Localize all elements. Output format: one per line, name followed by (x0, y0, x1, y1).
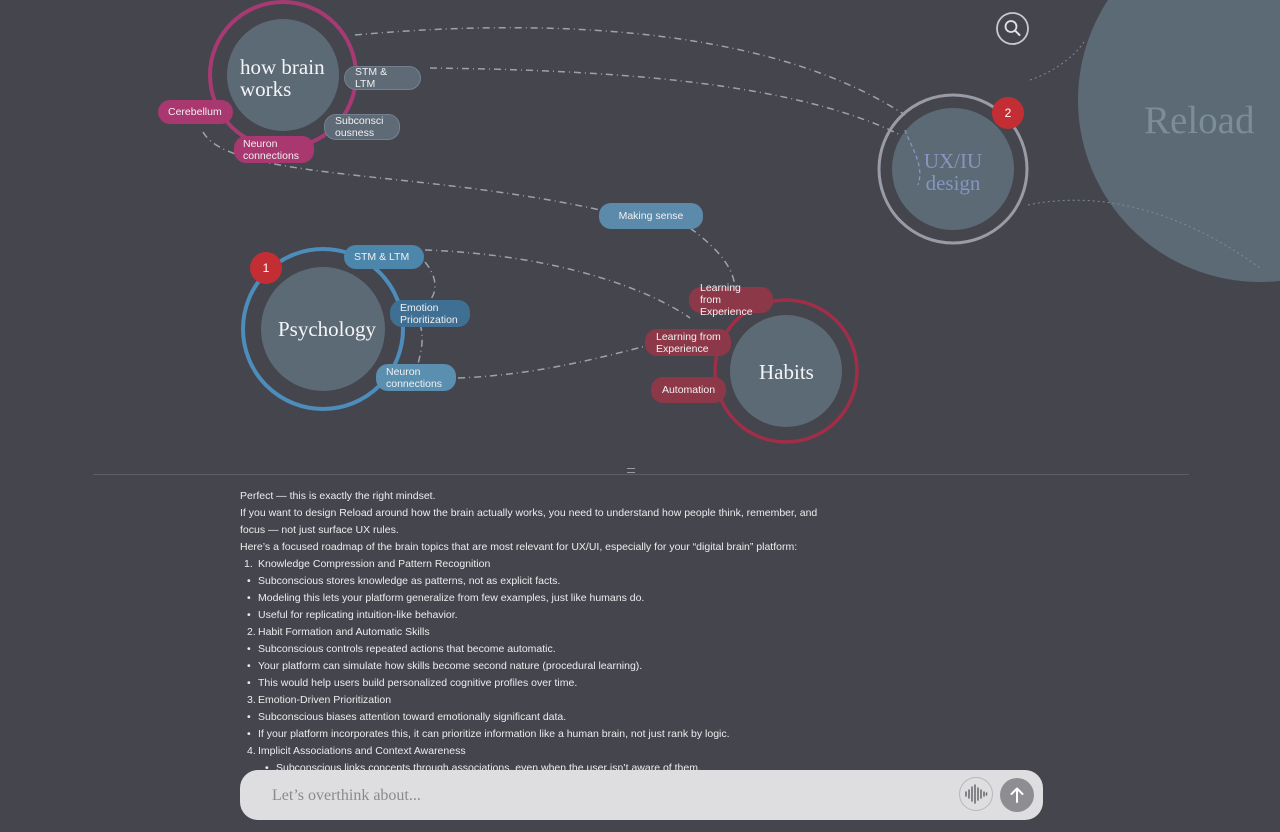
tag-brain-subconsciousness-line2: ousness (335, 127, 375, 139)
brain-node-title-line2: works (240, 77, 292, 101)
connector-cerebellum-makingsense (202, 131, 601, 211)
chat-intro-line4: Here’s a focused roadmap of the brain to… (240, 541, 798, 553)
uxui-node-title-line2: design (925, 171, 981, 195)
list-item: This would help users build personalized… (240, 675, 830, 692)
tag-habits-learning-a-line2: Experience (700, 306, 753, 318)
tag-brain-cerebellum[interactable]: Cerebellum (158, 100, 233, 124)
list-item: If your platform incorporates this, it c… (240, 726, 830, 743)
badge-uxui: 2 (992, 97, 1024, 129)
list-item: Subconscious links concepts through asso… (240, 760, 830, 770)
arrow-up-icon (1010, 787, 1024, 803)
mind-map-canvas[interactable] (0, 0, 1280, 470)
reload-connector-lower (1027, 199, 1261, 269)
tag-psy-emotion-prioritization[interactable]: Emotion Prioritization (390, 300, 470, 327)
habits-node-ring (713, 298, 859, 444)
chat-intro-line3: focus — not just surface UX rules. (240, 524, 399, 536)
list-item: Subconscious controls repeated actions t… (240, 641, 830, 658)
reload-node-label[interactable]: Reload (1144, 99, 1255, 142)
tag-brain-subconsciousness-line1: Subconsci (335, 115, 384, 127)
chat-section-1-title: 1.Knowledge Compression and Pattern Reco… (244, 558, 491, 570)
tag-habits-learning-a-line1: Learning from (700, 282, 741, 306)
psychology-node-title[interactable]: Psychology (278, 317, 377, 341)
uxui-node-title[interactable]: UX/IU design (922, 150, 984, 194)
brain-node-circle[interactable] (227, 19, 339, 131)
list-item: Useful for replicating intuition-like be… (240, 607, 830, 624)
chat-section-3-title: 3.Emotion-Driven Prioritization (247, 694, 392, 706)
prompt-input[interactable] (270, 783, 934, 809)
tag-brain-neuron-connections[interactable]: Neuron connections (234, 136, 314, 163)
tag-making-sense[interactable]: Making sense (599, 203, 703, 229)
send-button[interactable] (1000, 778, 1034, 812)
connector-makingsense-habits (689, 227, 736, 291)
voice-button[interactable] (959, 777, 993, 811)
uxui-node-circle[interactable] (892, 108, 1014, 230)
chat-intro-line1: Perfect — this is exactly the right mind… (240, 490, 436, 502)
tag-habits-automation[interactable]: Automation (651, 377, 726, 403)
chat-section-3: 3.Emotion-Driven Prioritization Subconsc… (240, 692, 830, 743)
chat-section-4: 4.Implicit Associations and Context Awar… (240, 743, 830, 770)
list-item: Subconscious biases attention toward emo… (240, 709, 830, 726)
brain-node-title-line1: how brain (240, 55, 325, 79)
connector-emotion-neuron (417, 323, 423, 365)
chat-section-1: 1.Knowledge Compression and Pattern Reco… (240, 556, 830, 624)
connector-stm-uxui (429, 67, 911, 141)
tag-habits-learning-b-line1: Learning from (656, 330, 721, 343)
connector-stm-emotion (424, 261, 436, 301)
tag-psy-neuron-connections[interactable]: Neuron connections (376, 364, 456, 391)
uxui-node-title-line1: UX/IU (923, 149, 983, 173)
prompt-bar (240, 770, 1043, 820)
tag-psy-stm-ltm[interactable]: STM & LTM (344, 245, 424, 269)
tag-brain-subconsciousness[interactable]: Subconsci ousness (324, 114, 400, 140)
connector-psystm-habits (424, 249, 691, 319)
list-item: Modeling this lets your platform general… (240, 590, 830, 607)
tag-habits-learning-b-line2: Experience (656, 342, 709, 355)
search-button[interactable] (996, 12, 1029, 45)
tag-psy-emotion-line1: Emotion (400, 301, 439, 314)
tag-psy-emotion-line2: Prioritization (400, 313, 458, 326)
badge-psychology: 1 (250, 252, 282, 284)
psychology-node-circle[interactable] (261, 267, 385, 391)
uxui-node-ring (877, 93, 1029, 245)
reload-connector (1029, 39, 1086, 81)
connector-psyneuron-habits (457, 344, 651, 379)
tag-brain-neuron-line2: connections (243, 149, 300, 162)
reload-node-circle[interactable] (1078, 0, 1280, 282)
tag-psy-neuron-line1: Neuron (386, 365, 421, 378)
list-item: Subconscious stores knowledge as pattern… (240, 573, 830, 590)
drag-handle-icon[interactable] (627, 468, 635, 474)
habits-node-title[interactable]: Habits (759, 360, 814, 384)
habits-node-circle[interactable] (730, 315, 842, 427)
chat-section-4-title: 4.Implicit Associations and Context Awar… (247, 745, 466, 757)
chat-section-2-title: 2.Habit Formation and Automatic Skills (247, 626, 430, 638)
voice-wave-icon (965, 784, 988, 804)
tag-habits-learning-from-experience-2[interactable]: Learning from Experience (645, 329, 731, 356)
chat-section-2: 2.Habit Formation and Automatic Skills S… (240, 624, 830, 692)
brain-node-title[interactable]: how brain works (240, 56, 325, 100)
tag-brain-neuron-line1: Neuron (243, 137, 278, 150)
search-icon (996, 12, 1029, 45)
psychology-node-ring (241, 247, 405, 411)
tag-habits-learning-from-experience-1[interactable]: Learning from Experience (689, 282, 773, 318)
list-item: Your platform can simulate how skills be… (240, 658, 830, 675)
connector-brain-uxui (354, 26, 906, 116)
uxui-inner-dash (904, 129, 921, 186)
chat-intro-line2: If you want to design Reload around how … (240, 507, 818, 519)
tag-psy-neuron-line2: connections (386, 377, 443, 390)
tag-brain-stm-ltm[interactable]: STM & LTM (344, 66, 421, 90)
chat-response: Perfect — this is exactly the right mind… (240, 488, 830, 770)
panel-divider (93, 474, 1189, 475)
